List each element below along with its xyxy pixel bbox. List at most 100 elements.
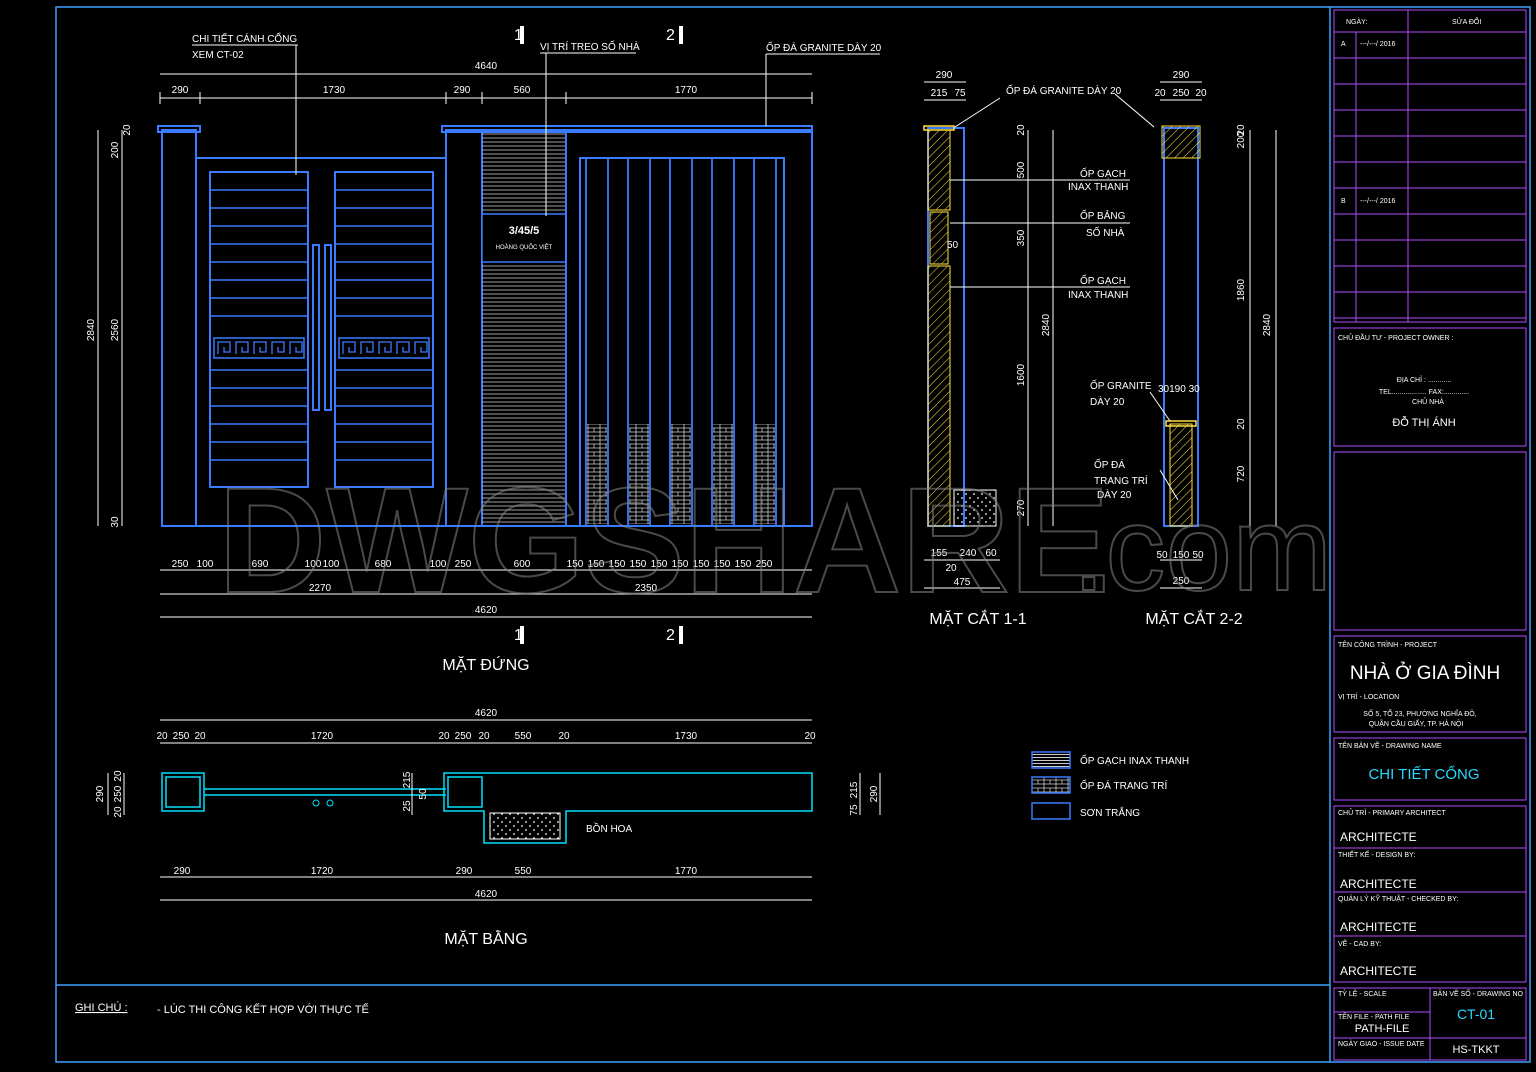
s2-dim-mid: 30190 30 [1158,384,1200,395]
plan-bottom-dim: 550 [515,866,532,877]
s1-top-sub-1: 215 [931,88,948,99]
meander-band [213,337,305,359]
plan-top-dim: 250 [455,731,472,742]
elev-top-dim: 560 [514,85,531,96]
s1-bot-240: 240 [960,548,977,559]
legend-paint: SƠN TRẮNG [1080,806,1140,819]
notes-heading: GHI CHÚ : [75,1001,128,1014]
vertical-bar [627,157,651,527]
plan-top-dim: 20 [156,731,168,742]
elev-dim-20: 20 [122,124,133,136]
vertical-bar [585,157,609,527]
elev-top-dim: 290 [454,85,471,96]
plan-right-215: 215 [849,781,860,798]
dwg-no: CT-01 [1457,1006,1495,1022]
elev-dim-2350: 2350 [635,583,658,594]
elev-dim-200: 200 [110,141,121,158]
meander-glyph [235,341,249,354]
meander-glyph [414,341,428,354]
flower-box-label: BỒN HOA [586,822,632,835]
elev-bottom-dim: 150 [693,559,710,570]
plan-left-250: 250 [113,785,124,802]
meander-glyph [360,341,374,354]
meander-band [338,337,430,359]
s2-stone-c: DÀY 20 [1097,488,1132,501]
notes-text: - LÚC THI CÔNG KẾT HỢP VỚI THỰC TẾ [157,1003,369,1016]
title-block: NGÀY: SỬA ĐỔI A ---/---/ 2016 B ---/---/… [1333,9,1527,1061]
drawing-name: CHI TIẾT CỔNG [1368,765,1479,783]
plan-bottom-dim: 290 [174,866,191,877]
outer-frame [55,6,1531,1063]
vertical-bar [753,157,777,527]
s1-top-dim: 290 [936,70,953,81]
s1-right-dim: 500 [1016,161,1027,178]
s2-top-sub-1: 20 [1154,88,1166,99]
s2-right-dim: 2840 [1262,313,1273,336]
elev-bottom-dim: 150 [588,559,605,570]
drawing-label: TÊN BẢN VẼ - DRAWING NAME [1338,741,1442,750]
elev-dim-2560: 2560 [110,318,121,341]
note-house-number: VỊ TRÍ TREO SỐ NHÀ [540,39,640,53]
date-label: NGÀY GIAO - ISSUE DATE [1338,1039,1425,1048]
plan-right-75: 75 [849,804,860,816]
elev-top-dim: 290 [172,85,189,96]
section-2-title: MẶT CẮT 2-2 [1145,609,1242,628]
plan-mid-50: 50 [418,788,429,800]
dwg-no-label: BẢN VẼ SỐ - DRAWING NO [1433,988,1524,998]
meander-glyph [342,341,356,354]
s2-bot-50a: 50 [1156,550,1168,561]
elev-bottom-dim: 150 [714,559,731,570]
s2-right-dim: 1860 [1236,278,1247,301]
elev-top-dim: 1730 [323,85,346,96]
meander-glyph [289,341,303,354]
legend-stone: ỐP ĐÁ TRANG TRÍ [1080,778,1167,792]
elev-top-dim: 1770 [675,85,698,96]
section-mark-1-bot: 1 [514,627,523,644]
elev-bottom-dim: 150 [672,559,689,570]
meander-glyph [217,341,231,354]
s1-bot-20: 20 [945,563,957,574]
elev-dim-2840: 2840 [86,318,97,341]
meander-glyph [396,341,410,354]
s2-bot-250: 250 [1173,576,1190,587]
owner-address: ĐỊA CHỈ : ............ [1397,375,1452,384]
bar-stone-cladding [629,424,649,524]
s1-right-dim: 2840 [1041,313,1052,336]
section-1-title: MẶT CẮT 1-1 [929,609,1026,628]
elev-dim-top-total: 4640 [475,61,498,72]
s2-granite-a: ỐP GRANITE [1090,378,1152,392]
elev-bottom-dim: 150 [630,559,647,570]
plan-top-dim: 20 [558,731,570,742]
plan-title: MẶT BẰNG [444,929,527,948]
house-name: HOÀNG QUỐC VIỆT [496,243,553,251]
s1-tile-1b: INAX THANH [1068,182,1128,193]
path: PATH-FILE [1355,1023,1410,1035]
s1-bot-475: 475 [954,577,971,588]
plan-top-dim: 1730 [675,731,698,742]
s2-right-dim: 200 [1236,131,1247,148]
plan-bottom-dim: 1720 [311,866,334,877]
rev-a-date: ---/---/ 2016 [1360,41,1396,48]
elevation-title: MẶT ĐỨNG [442,655,529,674]
vertical-bar [711,157,735,527]
s1-tile-2a: ỐP GẠCH [1080,273,1126,287]
s2-right-dim: 720 [1236,465,1247,482]
rev-b-date: ---/---/ 2016 [1360,198,1396,205]
elev-bottom-dim: 250 [172,559,189,570]
note-gate-leaf-2: XEM CT-02 [192,50,244,61]
elev-bottom-dim: 150 [609,559,626,570]
section-mark-2-top: 2 [666,27,675,44]
cad: ARCHITECTE [1340,964,1417,978]
elev-bottom-dim: 150 [735,559,752,570]
plan-top-dim: 1720 [311,731,334,742]
plan-left-20b: 20 [113,806,124,818]
s2-top-sub-2: 250 [1173,88,1190,99]
project-label: TÊN CÔNG TRÌNH - PROJECT [1338,640,1438,649]
plan-right-290: 290 [869,785,880,802]
s2-bot-50b: 50 [1192,550,1204,561]
legend-inax: ỐP GẠCH INAX THANH [1080,753,1189,767]
elev-bottom-dim: 690 [252,559,269,570]
plan-bot-total: 4620 [475,889,498,900]
elev-bottom-dim: 100 [305,559,322,570]
